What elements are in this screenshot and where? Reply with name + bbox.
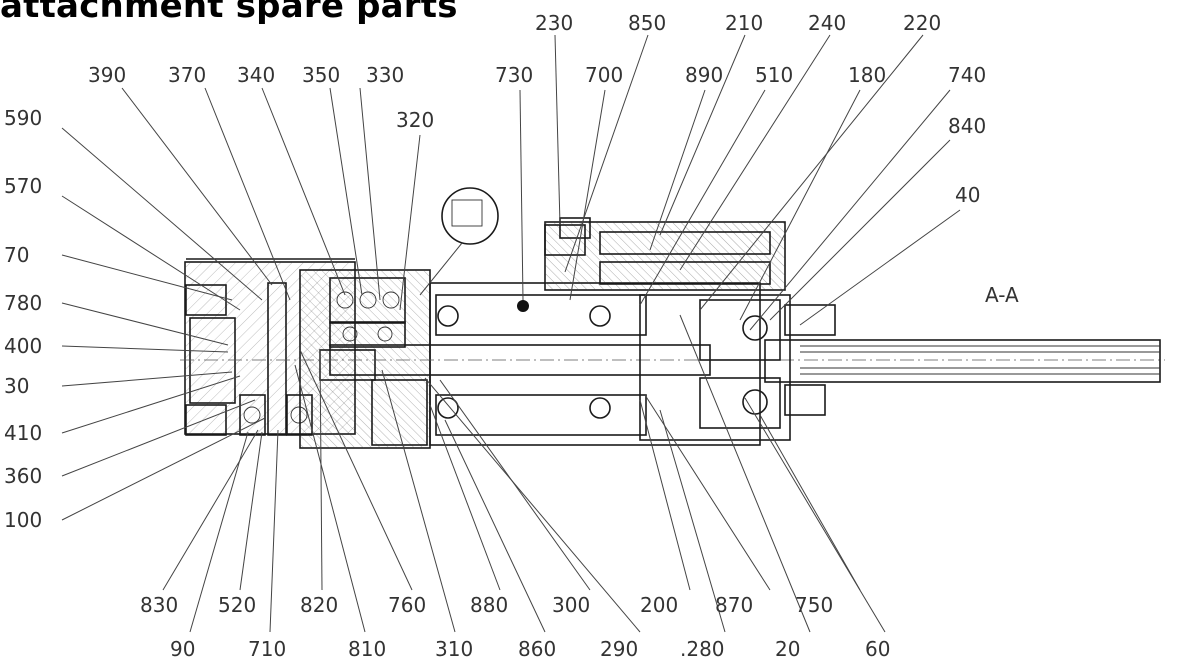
callout-410: 410 xyxy=(4,421,42,445)
callout-860: 860 xyxy=(518,637,556,661)
callout-320: 320 xyxy=(396,108,434,132)
page-title: attachment spare parts xyxy=(0,0,458,26)
callout-570: 570 xyxy=(4,174,42,198)
callout-820: 820 xyxy=(300,593,338,617)
callout-210: 210 xyxy=(725,11,763,35)
callout-850: 850 xyxy=(628,11,666,35)
callout-290: 290 xyxy=(600,637,638,661)
callout-360: 360 xyxy=(4,464,42,488)
callout-400: 400 xyxy=(4,334,42,358)
callout-700: 700 xyxy=(585,63,623,87)
callout-labels: 390 370 340 350 330 320 230 850 210 240 … xyxy=(4,11,1019,661)
callout-780: 780 xyxy=(4,291,42,315)
callout-30: 30 xyxy=(4,374,29,398)
callout-870: 870 xyxy=(715,593,753,617)
callout-300: 300 xyxy=(552,593,590,617)
callout-730: 730 xyxy=(495,63,533,87)
leader-lines xyxy=(61,34,961,633)
callout-510: 510 xyxy=(755,63,793,87)
callout-230: 230 xyxy=(535,11,573,35)
callout-330: 330 xyxy=(366,63,404,87)
callout-200: 200 xyxy=(640,593,678,617)
callout-520: 520 xyxy=(218,593,256,617)
callout-350: 350 xyxy=(302,63,340,87)
callout-340: 340 xyxy=(237,63,275,87)
callout-70: 70 xyxy=(4,243,29,267)
callout-220: 220 xyxy=(903,11,941,35)
callout-240: 240 xyxy=(808,11,846,35)
callout-710: 710 xyxy=(248,637,286,661)
callout-100: 100 xyxy=(4,508,42,532)
callout-90: 90 xyxy=(170,637,195,661)
callout-180: 180 xyxy=(848,63,886,87)
callout-840: 840 xyxy=(948,114,986,138)
section-label: A-A xyxy=(985,283,1019,307)
callout-890: 890 xyxy=(685,63,723,87)
callout-880: 880 xyxy=(470,593,508,617)
callout-750: 750 xyxy=(795,593,833,617)
callout-390: 390 xyxy=(88,63,126,87)
callout-370: 370 xyxy=(168,63,206,87)
callout-60: 60 xyxy=(865,637,890,661)
callout-20: 20 xyxy=(775,637,800,661)
callout-590: 590 xyxy=(4,106,42,130)
callout-310: 310 xyxy=(435,637,473,661)
callout-40: 40 xyxy=(955,183,980,207)
assembly-section xyxy=(180,187,1165,449)
callout-280: .280 xyxy=(680,637,725,661)
callout-810: 810 xyxy=(348,637,386,661)
callout-760: 760 xyxy=(388,593,426,617)
callout-830: 830 xyxy=(140,593,178,617)
callout-740: 740 xyxy=(948,63,986,87)
